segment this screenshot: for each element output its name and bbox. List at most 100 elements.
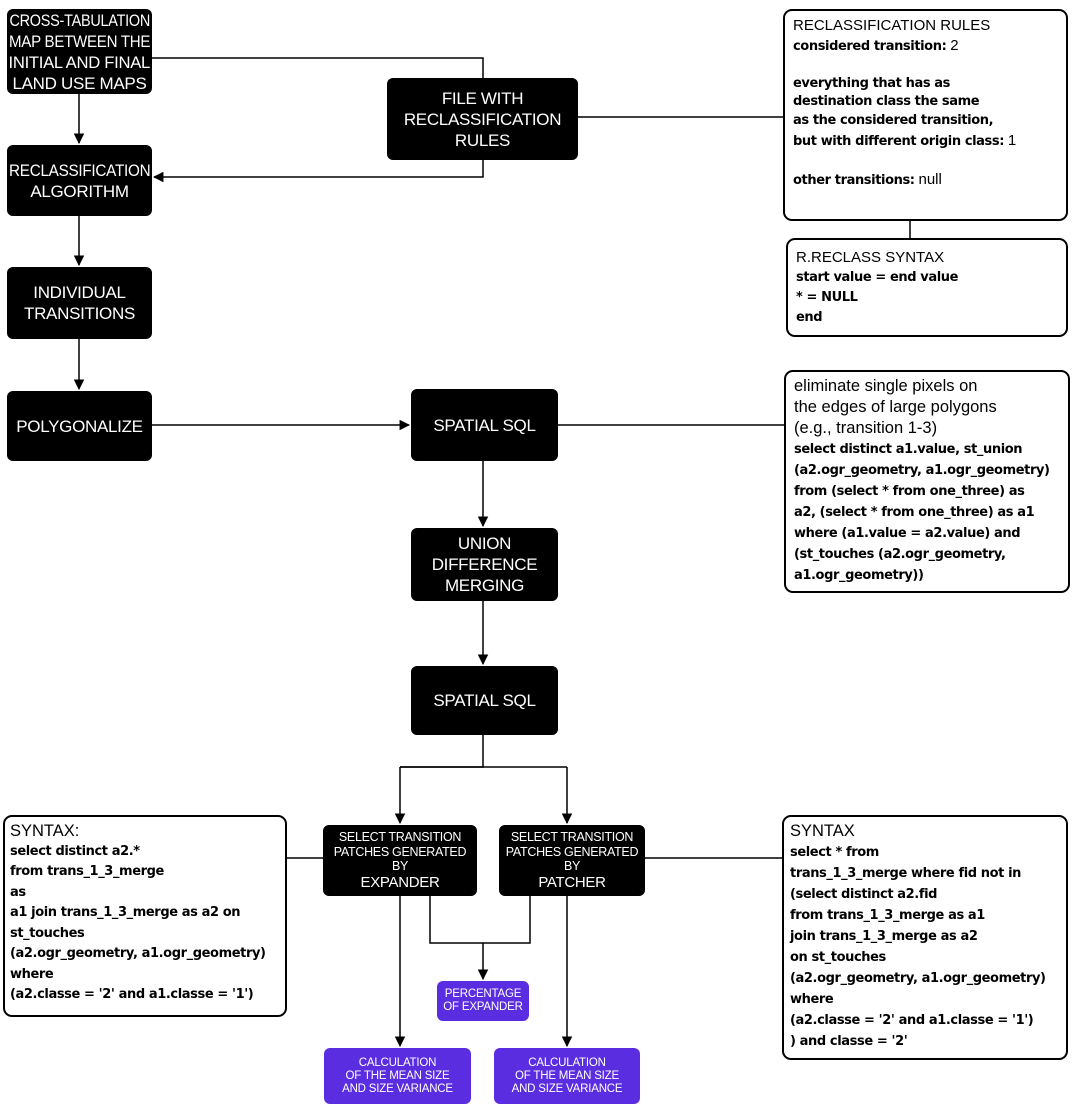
eliminate-pixels-note: eliminate single pixels on the edges of … xyxy=(784,370,1070,593)
line-expander-to-percentage xyxy=(429,896,531,944)
box-line: PATCHES GENERATED xyxy=(333,844,467,859)
note-line: destination class the same xyxy=(793,94,980,110)
note-value: 2 xyxy=(950,36,959,54)
note-value: null xyxy=(918,170,942,188)
box-line: SPATIAL SQL xyxy=(433,691,536,710)
box-line: INITIAL AND FINAL xyxy=(8,52,151,72)
note-line: where xyxy=(790,992,834,1007)
note-line: eliminate single pixels on xyxy=(794,377,978,395)
note-line: start value = end value xyxy=(796,270,959,285)
note-line: select distinct a2.* xyxy=(10,843,140,859)
box-line: PATCHER xyxy=(538,873,606,891)
box-line: BY xyxy=(563,859,581,874)
box-line: SELECT TRANSITION xyxy=(338,830,462,845)
note-line: (select distinct a2.fid xyxy=(790,887,938,902)
note-title: RECLASSIFICATION RULES xyxy=(793,17,991,34)
calculation-patcher-box: CALCULATION OF THE MEAN SIZE AND SIZE VA… xyxy=(494,1048,640,1104)
reclassification-algorithm-box: RECLASSIFICATION ALGORITHM xyxy=(7,145,152,216)
box-line: RULES xyxy=(454,130,511,150)
note-line: end xyxy=(796,310,823,325)
note-line: from (select * from one_three) as xyxy=(794,484,1025,499)
note-line: join trans_1_3_merge as a2 xyxy=(790,929,978,944)
box-line: EXPANDER xyxy=(360,873,440,891)
box-line: SPATIAL SQL xyxy=(433,415,536,435)
box-line: MAP BETWEEN THE xyxy=(8,31,151,51)
box-line: OF THE MEAN SIZE xyxy=(515,1069,619,1082)
box-line: LAND USE MAPS xyxy=(12,73,147,93)
note-line: (a2.classe = '2' and a1.classe = '1') xyxy=(790,1013,1034,1028)
note-line: ) and classe = '2' xyxy=(790,1034,908,1049)
note-line: from trans_1_3_merge as a1 xyxy=(790,908,985,923)
note-label: other transitions: xyxy=(793,172,915,188)
note-line: (a2.ogr_geometry, a1.ogr_geometry) xyxy=(10,946,266,961)
note-line: other transitions: null xyxy=(793,170,1058,191)
note-line: but with different origin class: 1 xyxy=(793,131,1058,152)
note-line: where (a1.value = a2.value) and xyxy=(794,526,1021,541)
note-label: but with different origin class: xyxy=(793,133,1005,149)
note-line: a1.ogr_geometry)) xyxy=(794,568,924,583)
box-line: OF THE MEAN SIZE xyxy=(345,1069,450,1082)
reclassification-rules-note: RECLASSIFICATION RULES considered transi… xyxy=(783,9,1068,221)
union-difference-merging-box: UNION DIFFERENCE MERGING xyxy=(411,528,558,601)
note-line: (a2.ogr_geometry, a1.ogr_geometry) xyxy=(790,971,1046,986)
box-line: MERGING xyxy=(444,576,525,595)
box-line: FILE WITH xyxy=(441,88,524,108)
box-line: OF EXPANDER xyxy=(443,1001,523,1013)
note-line: the edges of large polygons xyxy=(794,398,997,416)
note-line: on st_touches xyxy=(790,950,886,965)
note-spacer xyxy=(793,56,1058,75)
note-line: a2, (select * from one_three) as a1 xyxy=(794,505,1035,520)
box-line: BY xyxy=(391,859,409,874)
arrow-file-to-algorithm xyxy=(152,160,484,183)
note-line: considered transition: 2 xyxy=(793,36,1058,57)
box-line: DIFFERENCE xyxy=(431,555,538,574)
box-line: AND SIZE VARIANCE xyxy=(342,1082,453,1095)
box-line: CALCULATION xyxy=(358,1056,437,1069)
file-reclassification-box: FILE WITH RECLASSIFICATION RULES xyxy=(387,78,578,160)
note-line: a1 join trans_1_3_merge as a2 on xyxy=(10,905,241,920)
note-line: (e.g., transition 1-3) xyxy=(794,419,938,437)
note-title: SYNTAX xyxy=(790,822,855,840)
select-patcher-box: SELECT TRANSITION PATCHES GENERATED BY P… xyxy=(499,825,645,896)
cross-tabulation-box: CROSS-TABULATION MAP BETWEEN THE INITIAL… xyxy=(7,9,152,94)
note-value: 1 xyxy=(1007,131,1017,149)
note-line: trans_1_3_merge where fid not in xyxy=(790,866,1022,881)
note-line: select * from xyxy=(790,845,879,860)
note-label: considered transition: xyxy=(793,38,947,54)
note-line: as the considered transition, xyxy=(793,112,994,128)
note-line: select distinct a1.value, st_union xyxy=(794,442,1023,457)
syntax-note-right: SYNTAX select * from trans_1_3_merge whe… xyxy=(782,815,1068,1060)
box-line: RECLASSIFICATION xyxy=(8,160,151,180)
box-line: RECLASSIFICATION xyxy=(403,109,562,129)
select-expander-box: SELECT TRANSITION PATCHES GENERATED BY E… xyxy=(323,825,477,896)
note-line: (a2.classe = '2' and a1.classe = '1') xyxy=(10,987,254,1002)
box-line: ALGORITHM xyxy=(30,181,129,201)
note-title: SYNTAX: xyxy=(10,822,80,840)
note-line: (a2.ogr_geometry, a1.ogr_geometry) xyxy=(794,463,1050,478)
note-line: as xyxy=(10,884,26,900)
spatial-sql-box-2: SPATIAL SQL xyxy=(411,666,558,735)
spatial-sql-box-1: SPATIAL SQL xyxy=(411,389,558,461)
box-line: PATCHES GENERATED xyxy=(505,844,639,859)
line-sql2-split xyxy=(400,735,484,768)
note-line: * = NULL xyxy=(796,290,858,305)
box-line: UNION xyxy=(457,534,512,553)
note-line: (st_touches (a2.ogr_geometry, xyxy=(794,547,1006,562)
note-line: st_touches xyxy=(10,925,85,941)
note-line: everything that has as xyxy=(793,75,950,91)
polygonalize-box: POLYGONALIZE xyxy=(7,391,152,461)
calculation-expander-box: CALCULATION OF THE MEAN SIZE AND SIZE VA… xyxy=(324,1048,471,1104)
note-line: where xyxy=(10,966,54,982)
note-title: R.RECLASS SYNTAX xyxy=(796,249,945,266)
syntax-note-left: SYNTAX: select distinct a2.* from trans_… xyxy=(3,815,287,1017)
box-line: SELECT TRANSITION xyxy=(510,830,634,845)
box-line: TRANSITIONS xyxy=(24,304,135,323)
box-line: PERCENTAGE xyxy=(444,988,522,1000)
note-line: from trans_1_3_merge xyxy=(10,864,164,879)
box-line: INDIVIDUAL xyxy=(33,283,126,302)
percentage-of-expander-box: PERCENTAGE OF EXPANDER xyxy=(437,981,529,1021)
box-line: POLYGONALIZE xyxy=(16,416,143,436)
note-spacer xyxy=(793,151,1058,170)
box-line: CROSS-TABULATION xyxy=(9,10,150,30)
